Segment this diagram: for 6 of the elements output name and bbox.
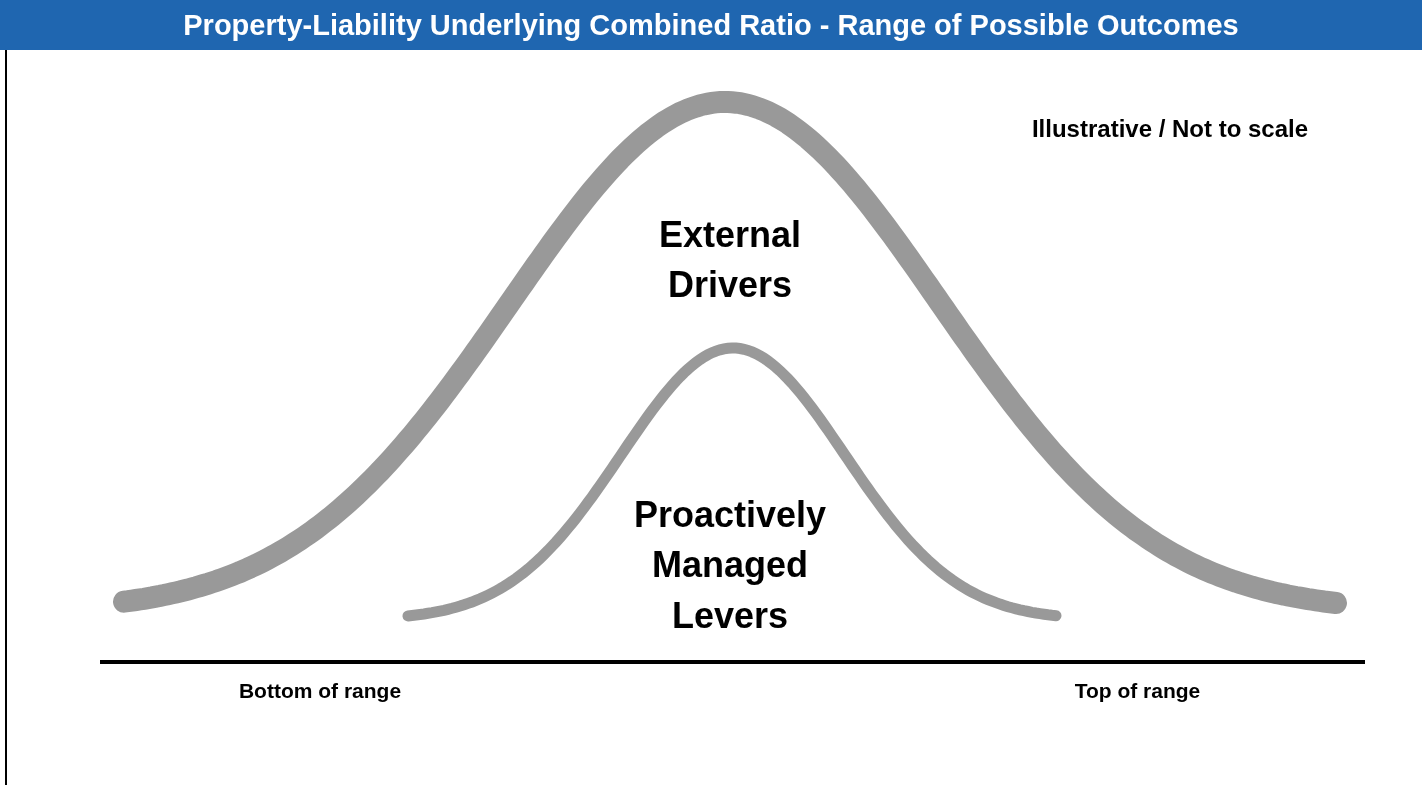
title-banner: Property-Liability Underlying Combined Ratio - Range of Possible Outcomes	[0, 0, 1422, 50]
axis-label: Bottom of range	[237, 678, 403, 704]
curve-label: Proactively Managed Levers	[632, 493, 828, 638]
note-text: Illustrative / Not to scale	[1030, 114, 1310, 144]
curve-label: External Drivers	[657, 213, 803, 308]
axis-label: Top of range	[1073, 678, 1202, 704]
